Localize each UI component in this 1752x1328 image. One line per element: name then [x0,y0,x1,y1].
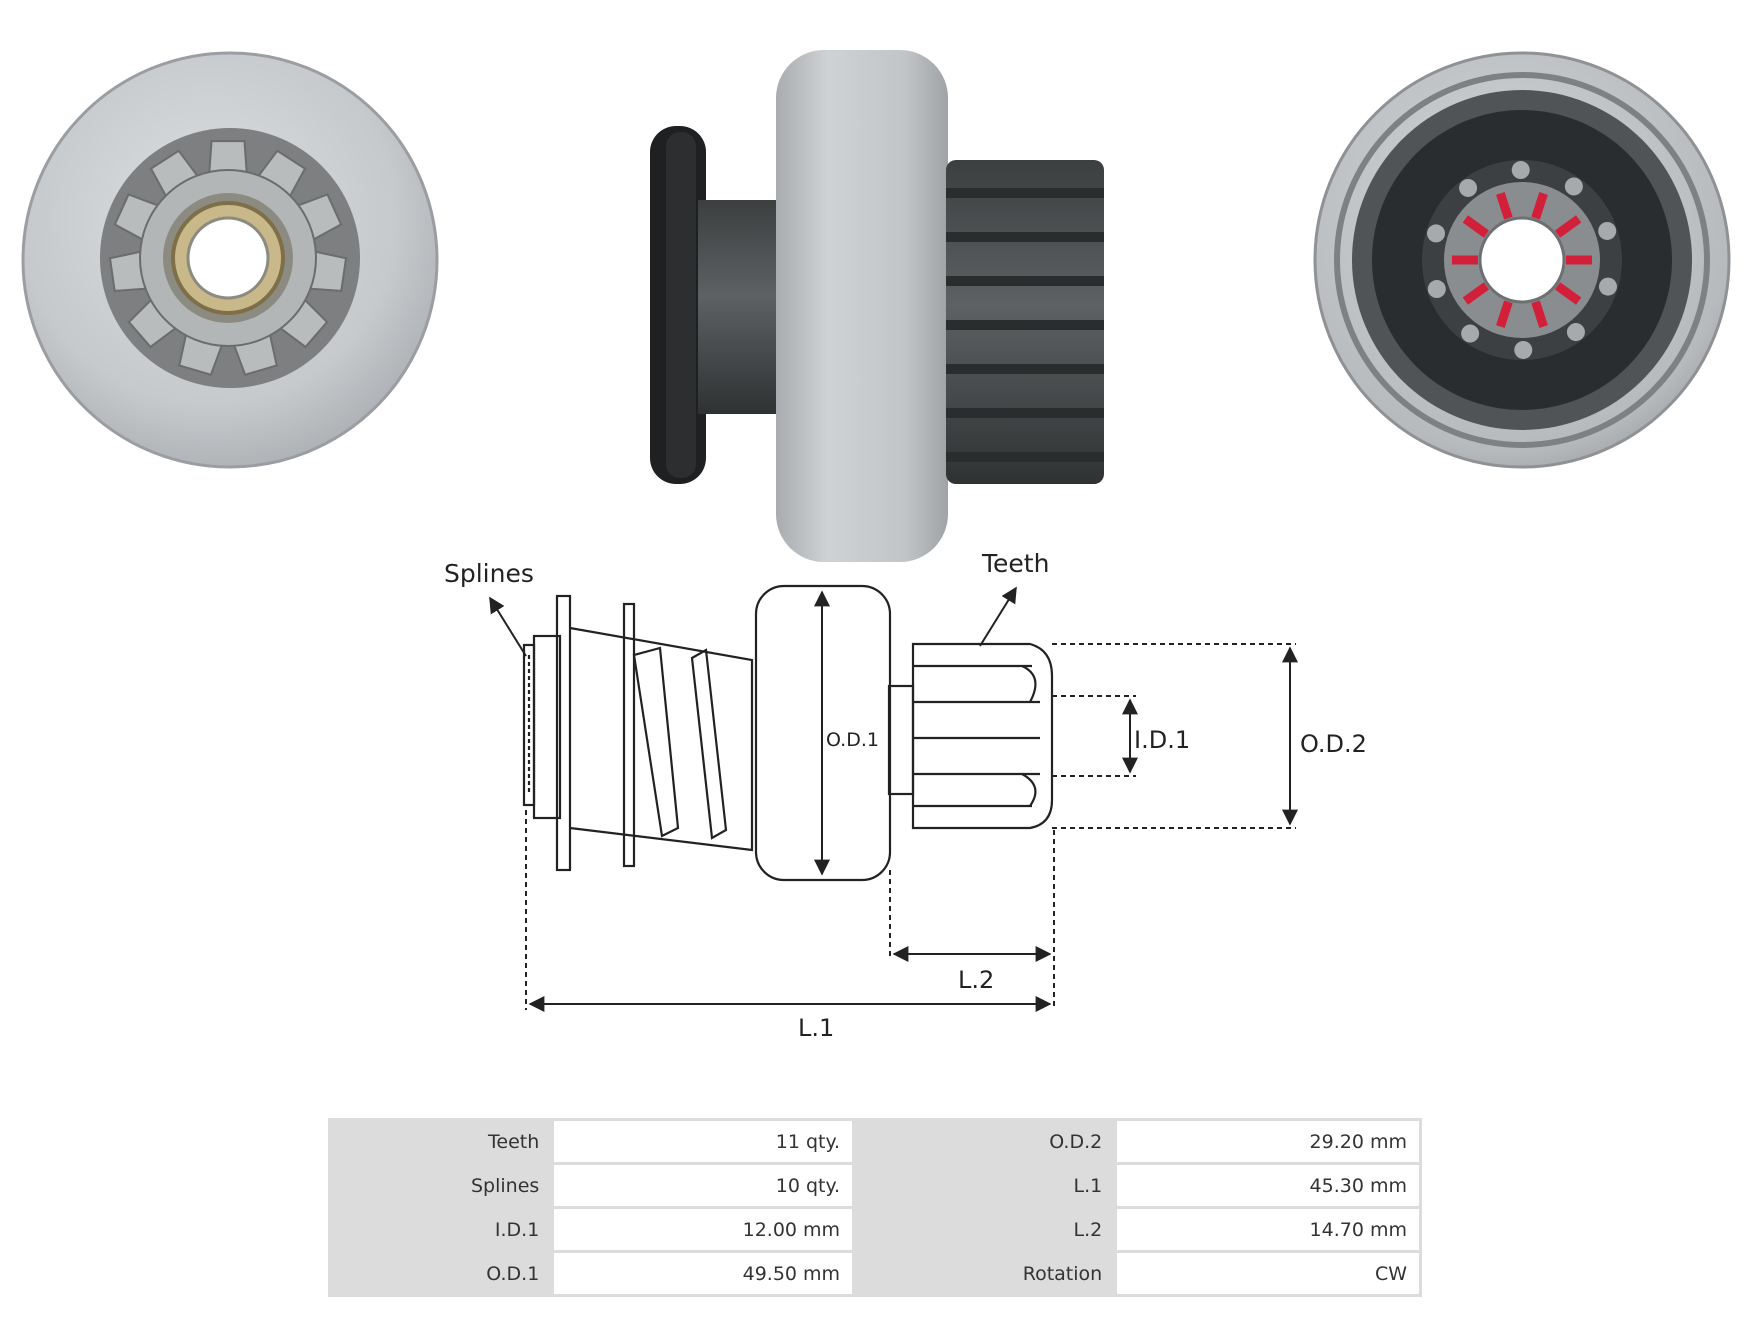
label-l2: L.2 [958,966,994,994]
spec-table: Teeth 11 qty. O.D.2 29.20 mm Splines 10 … [328,1118,1422,1297]
spec-value: CW [1117,1253,1419,1294]
spec-label: Rotation [855,1253,1115,1294]
spec-value: 10 qty. [554,1165,853,1206]
table-row: Teeth 11 qty. O.D.2 29.20 mm [331,1121,1419,1162]
pinion-front-view-icon [21,51,439,469]
spec-label: I.D.1 [331,1209,552,1250]
spec-value: 12.00 mm [554,1209,853,1250]
label-l1: L.1 [798,1014,834,1042]
table-row: O.D.1 49.50 mm Rotation CW [331,1253,1419,1294]
spec-label: O.D.1 [331,1253,552,1294]
spec-label: O.D.2 [855,1121,1115,1162]
spec-value: 11 qty. [554,1121,853,1162]
label-od1: O.D.1 [826,729,879,751]
table-row: I.D.1 12.00 mm L.2 14.70 mm [331,1209,1419,1250]
spec-label: Splines [331,1165,552,1206]
spec-label: L.1 [855,1165,1115,1206]
spec-value: 14.70 mm [1117,1209,1419,1250]
spec-value: 29.20 mm [1117,1121,1419,1162]
spec-label: Teeth [331,1121,552,1162]
label-id1: I.D.1 [1134,726,1190,754]
label-teeth: Teeth [981,549,1049,578]
pinion-side-view-icon [650,50,1104,562]
spec-label: L.2 [855,1209,1115,1250]
spec-value: 49.50 mm [554,1253,853,1294]
pinion-rear-view-icon [1313,51,1731,469]
spec-value: 45.30 mm [1117,1165,1419,1206]
label-splines: Splines [444,559,534,588]
table-row: Splines 10 qty. L.1 45.30 mm [331,1165,1419,1206]
label-od2: O.D.2 [1300,730,1367,758]
